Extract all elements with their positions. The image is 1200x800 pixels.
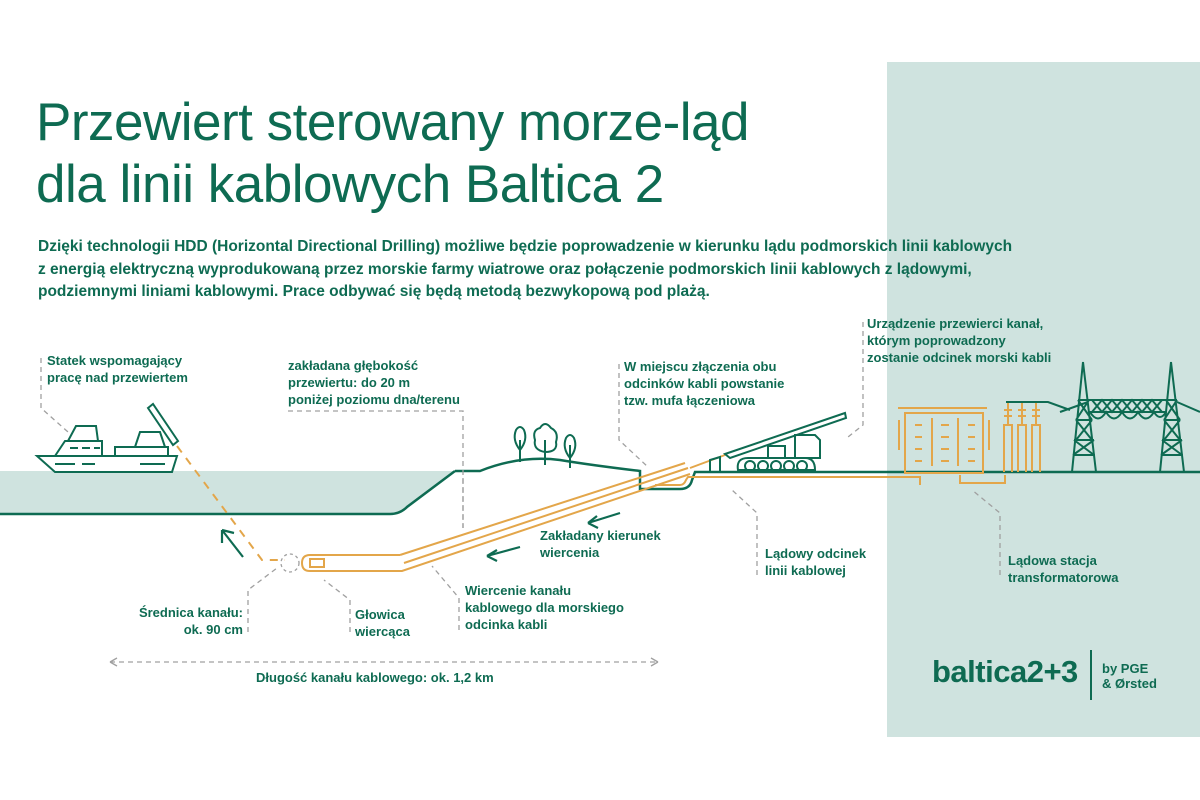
seabed-line bbox=[0, 470, 456, 516]
land-cable bbox=[959, 475, 1006, 484]
label-line: odcinka kabli bbox=[465, 617, 548, 632]
intro-line: Dzięki technologii HDD (Horizontal Direc… bbox=[38, 238, 1013, 255]
label-line: kablowego dla morskiego bbox=[465, 600, 624, 615]
label-station: Lądowa stacja transformatorowa bbox=[1008, 552, 1119, 586]
label-line: odcinków kabli powstanie bbox=[624, 376, 785, 391]
title-line: dla linii kablowych Baltica 2 bbox=[36, 155, 664, 214]
label-line: poniżej poziomu dna/terenu bbox=[288, 392, 460, 407]
label-ship: Statek wspomagający pracę nad przewierte… bbox=[47, 352, 188, 386]
title-line: Przewiert sterowany morze-ląd bbox=[36, 93, 750, 152]
label-line: Zakładany kierunek bbox=[540, 528, 661, 543]
length-arrow-heads bbox=[109, 657, 659, 667]
label-land-cable: Lądowy odcinek linii kablowej bbox=[765, 545, 866, 579]
drill-rig-icon bbox=[709, 411, 848, 472]
ship-icon bbox=[34, 402, 180, 473]
land-cable bbox=[655, 476, 921, 486]
exit-arrow-icon bbox=[220, 528, 244, 558]
label-line: którym poprowadzony bbox=[867, 333, 1006, 348]
label-line: zakładana głębokość bbox=[288, 358, 419, 373]
label-line: Średnica kanału: bbox=[138, 605, 243, 620]
label-line: Wiercenie kanału bbox=[465, 583, 572, 598]
label-drilling: Wiercenie kanału kablowego dla morskiego… bbox=[465, 582, 624, 633]
label-line: wiercenia bbox=[540, 545, 600, 560]
label-direction: Zakładany kierunek wiercenia bbox=[540, 527, 661, 561]
label-line: W miejscu złączenia obu bbox=[624, 359, 777, 374]
label-line: Głowica bbox=[355, 607, 405, 622]
label-line: zostanie odcinek morski kabli bbox=[867, 350, 1052, 365]
label-rig: Urządzenie przewierci kanał, którym popr… bbox=[867, 315, 1051, 366]
intro-paragraph: Dzięki technologii HDD (Horizontal Direc… bbox=[38, 236, 1158, 304]
power-tower-icon bbox=[1006, 361, 1200, 473]
trees-icon bbox=[513, 423, 577, 468]
intro-line: podziemnymi liniami kablowymi. Prace odb… bbox=[38, 283, 710, 300]
label-line: przewiertu: do 20 m bbox=[288, 375, 411, 390]
logo-divider bbox=[1090, 650, 1092, 700]
label-line: Lądowy odcinek bbox=[765, 546, 867, 561]
label-line: Statek wspomagający bbox=[47, 353, 183, 368]
logo-by-line: & Ørsted bbox=[1102, 676, 1157, 691]
ground-line bbox=[455, 457, 1200, 491]
label-drill-head: Głowica wiercąca bbox=[355, 606, 410, 640]
label-line: Długość kanału kablowego: ok. 1,2 km bbox=[256, 670, 494, 685]
drill-channel bbox=[300, 462, 691, 572]
label-line: linii kablowej bbox=[765, 563, 846, 578]
label-line: tzw. mufa łączeniowa bbox=[624, 393, 755, 408]
leader-lines bbox=[40, 322, 1001, 663]
page-title: Przewiert sterowany morze-ląd dla linii … bbox=[36, 92, 750, 216]
logo-by-line: by PGE bbox=[1102, 661, 1149, 676]
label-length: Długość kanału kablowego: ok. 1,2 km bbox=[256, 669, 494, 686]
diameter-marker-icon bbox=[280, 553, 300, 573]
label-depth: zakładana głębokość przewiertu: do 20 m … bbox=[288, 357, 460, 408]
label-diameter: Średnica kanału: ok. 90 cm bbox=[139, 604, 243, 638]
label-line: Urządzenie przewierci kanał, bbox=[867, 316, 1044, 331]
label-line: pracę nad przewiertem bbox=[47, 370, 188, 385]
intro-line: z energią elektryczną wyprodukowaną prze… bbox=[38, 260, 972, 278]
label-line: ok. 90 cm bbox=[183, 622, 243, 637]
transformer-icon bbox=[898, 403, 1041, 474]
direction-arrow-icon bbox=[587, 511, 621, 529]
label-line: transformatorowa bbox=[1008, 570, 1119, 585]
logo-by-text: by PGE & Ørsted bbox=[1102, 661, 1157, 691]
drill-exit-dashed-path bbox=[176, 445, 285, 561]
label-line: Lądowa stacja bbox=[1008, 553, 1097, 568]
label-line: wiercąca bbox=[355, 624, 410, 639]
direction-arrow-icon bbox=[486, 545, 521, 562]
label-joint: W miejscu złączenia obu odcinków kabli p… bbox=[624, 358, 784, 409]
sea-water bbox=[0, 471, 455, 514]
baltica-logo: baltica2+3 bbox=[932, 654, 1078, 689]
